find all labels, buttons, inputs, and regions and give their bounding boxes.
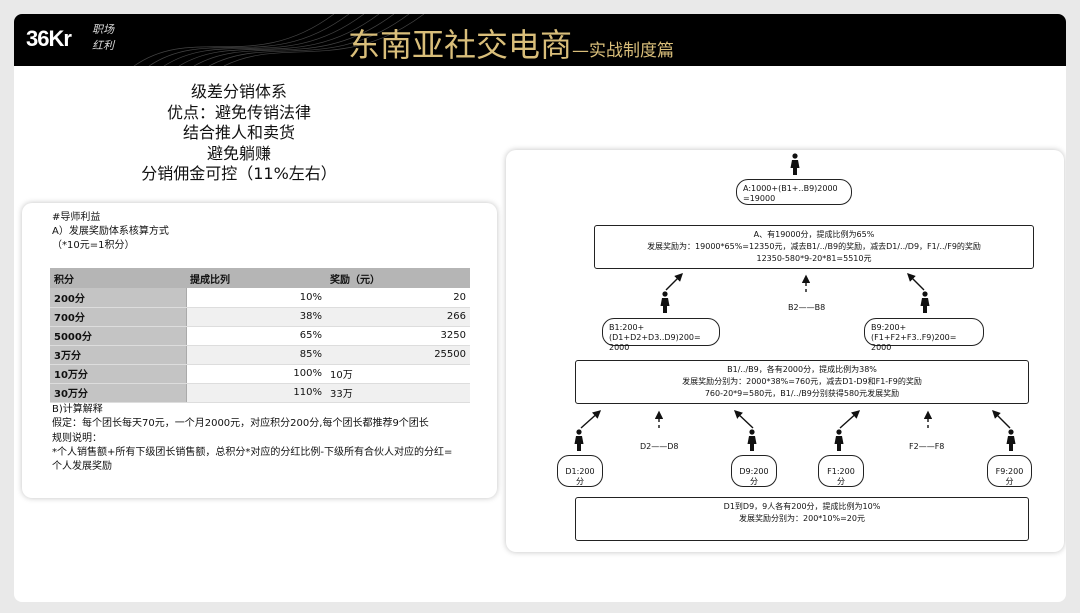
node-f9: F9:200分 xyxy=(987,455,1032,487)
arrow xyxy=(907,273,925,291)
arrow xyxy=(992,410,1011,429)
person-icon-f9 xyxy=(1006,429,1016,451)
card-heading: #导师利益 xyxy=(52,212,101,223)
person-icon-a xyxy=(790,153,800,175)
node-b9: B9:200+(F1+F2+F3..F9)200=2000 xyxy=(864,318,984,352)
summary-text: 级差分销体系优点：避免传销法律结合推人和卖货避免躺赚分销佣金可控（11%左右） xyxy=(141,82,337,183)
node-d1: D1:200分 xyxy=(557,455,603,487)
node-d9: D9:200分 xyxy=(731,455,777,487)
arrow xyxy=(839,410,861,429)
person-icon-f1 xyxy=(834,429,844,451)
header-banner: 36Kr 职场红利 东南亚社交电商—实战制度篇 xyxy=(14,14,1066,66)
box-d-summary: D1到D9，9人各有200分，提成比例为10%发展奖励分别为：200*10%=2… xyxy=(575,497,1029,541)
section-b-title: B)计算解释 xyxy=(52,404,103,415)
logo-sub: 职场红利 xyxy=(92,23,114,52)
arrow xyxy=(733,410,754,429)
arrow xyxy=(580,410,602,429)
rule-text: *个人销售额+所有下级团长销售额，总积分*对应的分红比例-下级所有合伙人对应的分… xyxy=(52,447,453,458)
node-b1: B1:200+(D1+D2+D3..D9)200=2000 xyxy=(602,318,720,352)
slide-subtitle: —实战制度篇 xyxy=(572,41,675,61)
slide-title: 东南亚社交电商—实战制度篇 xyxy=(348,26,675,64)
logo-36kr: 36Kr xyxy=(26,26,72,51)
label-b2-b8: B2——B8 xyxy=(788,303,826,312)
person-icon-b1 xyxy=(660,291,670,313)
person-icon-d9 xyxy=(747,429,757,451)
assumption-text: 假定：每个团长每天70元，一个月2000元，对应积分200分,每个团长都推荐9个… xyxy=(52,418,429,429)
rule-text-2: 个人发展奖励 xyxy=(52,461,112,472)
node-a: A:1000+(B1+..B9)2000=19000 xyxy=(736,179,852,205)
arrow xyxy=(665,273,683,291)
box-b-summary: B1/../B9，各有2000分，提成比例为38%发展奖励分别为：2000*38… xyxy=(575,360,1029,404)
diagram-card xyxy=(506,150,1064,552)
slide: 36Kr 职场红利 东南亚社交电商—实战制度篇 级差分销体系优点：避免传销法律结… xyxy=(14,14,1066,602)
box-a-summary: A、有19000分，提成比例为65%发展奖励为：19000*65%=12350元… xyxy=(594,225,1034,269)
rules-label: 规则说明： xyxy=(52,433,102,444)
person-icon-b9 xyxy=(920,291,930,313)
label-d2-d8: D2——D8 xyxy=(640,442,679,451)
wave-decoration xyxy=(133,14,425,66)
label-f2-f8: F2——F8 xyxy=(909,442,945,451)
points-note: （*10元=1积分） xyxy=(52,240,135,251)
node-f1: F1:200分 xyxy=(818,455,864,487)
person-icon-d1 xyxy=(574,429,584,451)
section-a-title: A）发展奖励体系核算方式 xyxy=(52,226,169,237)
